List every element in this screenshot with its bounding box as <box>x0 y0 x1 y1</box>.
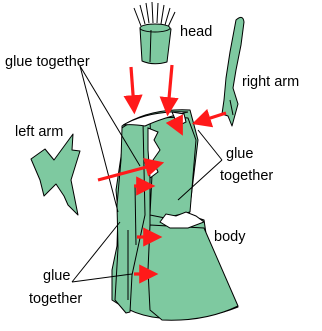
body-part <box>112 110 238 320</box>
hair-spikes <box>134 2 175 27</box>
label-body: body <box>214 229 246 245</box>
label-glue-right: glue <box>226 146 253 162</box>
label-together-right: together <box>220 168 273 184</box>
label-left-arm: left arm <box>15 124 63 140</box>
label-together-bottom: together <box>29 291 82 307</box>
arrow-head-left-to-body <box>131 67 134 108</box>
left-arm-part <box>31 134 80 215</box>
arrow-head-right-to-body <box>168 65 172 110</box>
right-arm-part <box>222 17 244 126</box>
label-glue-bottom: glue <box>43 268 70 284</box>
label-head: head <box>180 24 212 40</box>
label-right-arm: right arm <box>242 74 299 90</box>
head-part <box>134 2 175 64</box>
arrow-right-arm-to-body <box>198 113 226 122</box>
label-glue-together-top: glue together <box>5 54 90 70</box>
